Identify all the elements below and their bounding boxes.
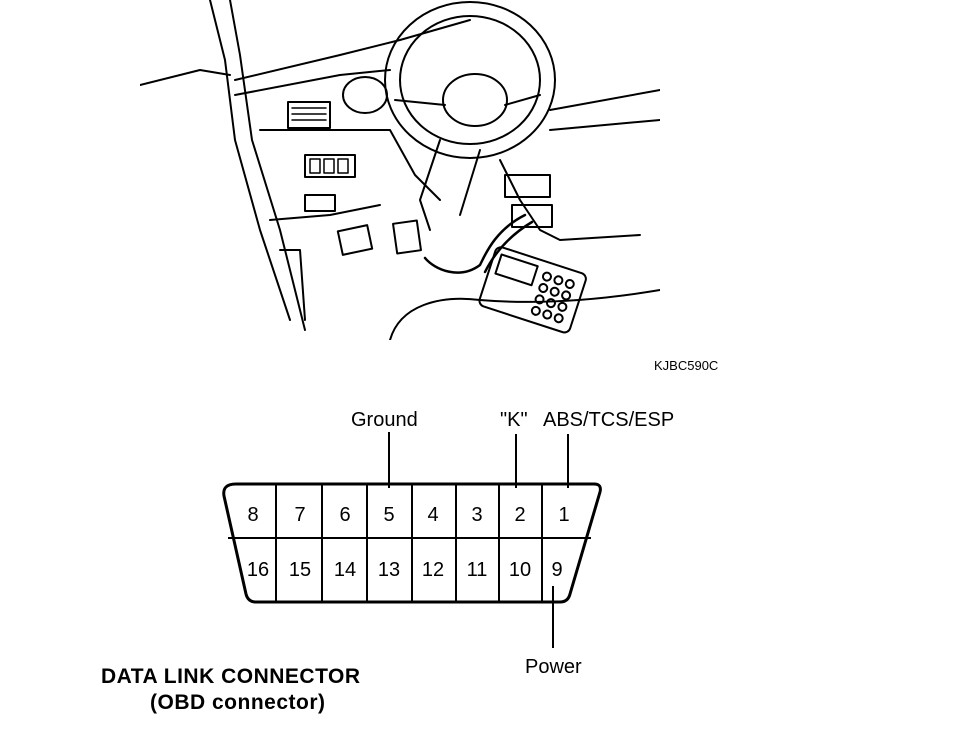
k-line-label: "K" [500, 409, 528, 431]
pin-7: 7 [294, 504, 305, 526]
pin-9: 9 [551, 559, 562, 581]
ground-label: Ground [351, 409, 418, 431]
pin-8: 8 [247, 504, 258, 526]
pin-1: 1 [558, 504, 569, 526]
power-label: Power [525, 656, 582, 678]
pin-5: 5 [383, 504, 394, 526]
pin-16: 16 [247, 559, 269, 581]
pin-4: 4 [427, 504, 438, 526]
car-interior-illustration [140, 0, 660, 340]
pin-13: 13 [378, 559, 400, 581]
pin-11: 11 [467, 559, 488, 581]
abs-tcs-esp-label: ABS/TCS/ESP [543, 409, 675, 431]
pin-10: 10 [509, 559, 531, 581]
diagram-title: DATA LINK CONNECTOR [101, 665, 361, 688]
connector-shell [222, 482, 602, 604]
diagram-subtitle: (OBD connector) [150, 691, 326, 714]
figure-code: KJBC590C [654, 358, 719, 373]
pin-15: 15 [289, 559, 311, 581]
pin-2: 2 [514, 504, 525, 526]
obd-connector-diagram: 8 7 6 5 4 3 2 1 16 15 14 13 12 11 10 9 [222, 432, 602, 648]
pin-14: 14 [334, 559, 356, 581]
pin-6: 6 [339, 504, 350, 526]
pin-12: 12 [422, 559, 444, 581]
pin-3: 3 [471, 504, 482, 526]
